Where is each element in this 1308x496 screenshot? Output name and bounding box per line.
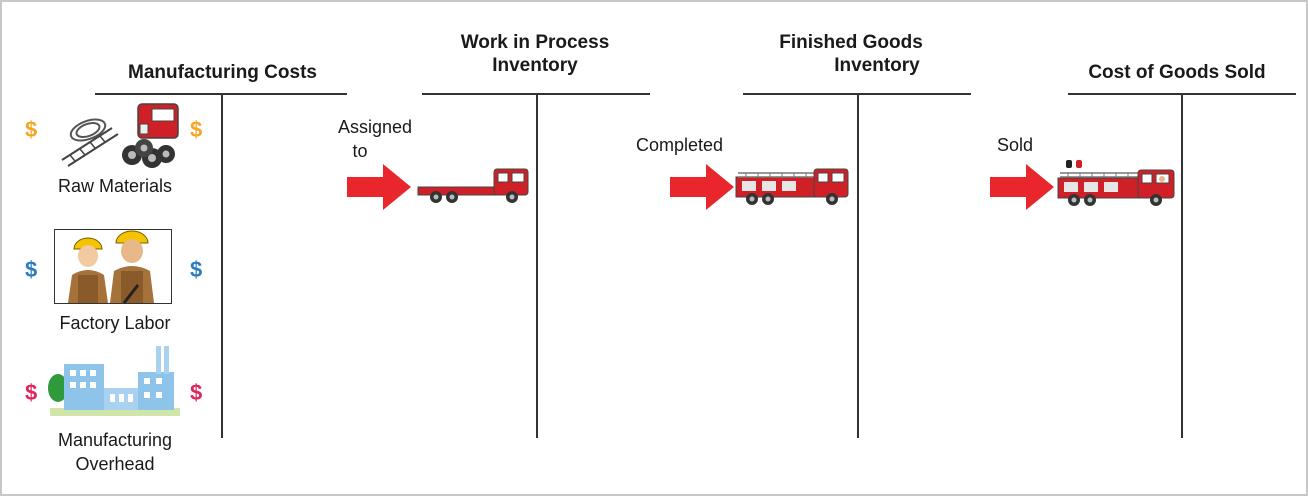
- raw-materials-dollar-left: $: [25, 117, 38, 142]
- overhead-dollar-left: $: [25, 380, 38, 405]
- account-title-cost-of-goods-sold: Cost of Goods Sold: [1088, 62, 1266, 83]
- flow-label-line: Assigned: [337, 117, 413, 137]
- account-title-line: Finished Goods: [779, 32, 923, 53]
- factory-labor-label: Factory Labor: [59, 313, 171, 333]
- account-title-line: Inventory: [834, 55, 920, 76]
- workers-icon: [54, 229, 172, 304]
- flow-label-completed: Completed: [636, 135, 724, 155]
- account-title-line: Inventory: [492, 55, 578, 76]
- factory-labor-dollar-right: $: [190, 257, 203, 282]
- fire-truck-icon: [1057, 160, 1175, 206]
- fire-truck-icon: [417, 168, 529, 203]
- overhead-dollar-right: $: [190, 380, 203, 405]
- overhead-label: Manufacturing Overhead: [30, 428, 200, 476]
- account-title-line: Work in Process: [460, 32, 610, 53]
- right-arrow-icon: [670, 164, 734, 210]
- fire-truck-icon: [735, 168, 849, 205]
- account-title-finished-goods: Finished Goods Inventory: [726, 31, 976, 77]
- flow-label-assigned: Assigned to: [325, 115, 425, 163]
- right-arrow-icon: [990, 164, 1054, 210]
- raw-materials-label: Raw Materials: [57, 176, 173, 196]
- factory-icon: [48, 346, 180, 416]
- truck-parts-icon: [61, 103, 179, 168]
- account-title-manufacturing-costs: Manufacturing Costs: [128, 62, 317, 83]
- raw-materials-dollar-right: $: [190, 117, 203, 142]
- flow-label-sold: Sold: [997, 135, 1034, 155]
- flow-label-line: to: [352, 141, 368, 161]
- t-account-stem-manufacturing-costs: [221, 93, 223, 438]
- t-account-stem-work-in-process: [536, 93, 538, 438]
- t-account-stem-cost-of-goods-sold: [1181, 93, 1183, 438]
- account-title-work-in-process: Work in Process Inventory: [410, 31, 660, 77]
- overhead-label-line: Manufacturing: [57, 430, 173, 450]
- right-arrow-icon: [347, 164, 411, 210]
- overhead-label-line: Overhead: [75, 454, 155, 474]
- factory-labor-dollar-left: $: [25, 257, 38, 282]
- t-account-stem-finished-goods: [857, 93, 859, 438]
